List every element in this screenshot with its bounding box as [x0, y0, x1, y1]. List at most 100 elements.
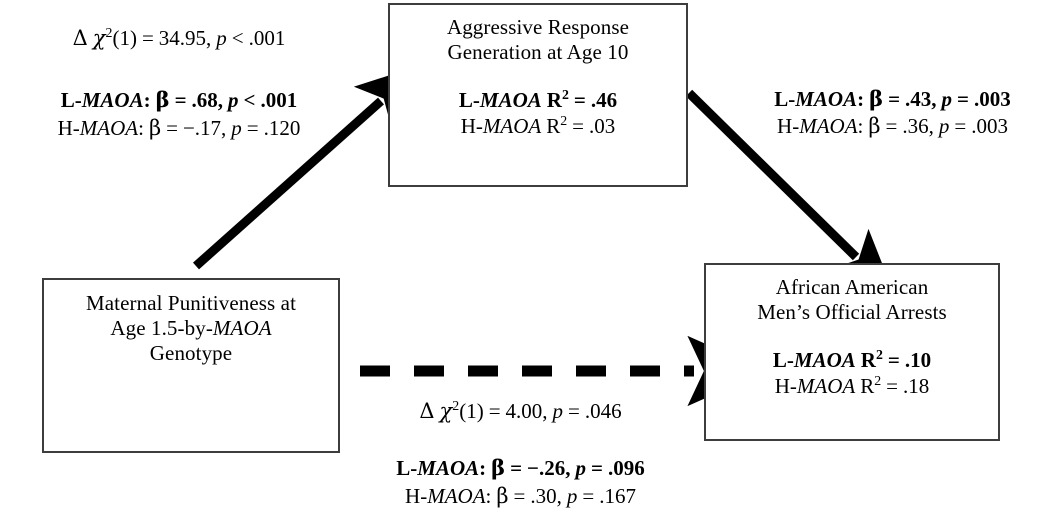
p-value: .003: [974, 87, 1011, 111]
delta-symbol: Δ: [419, 399, 435, 423]
p-symbol: p: [575, 456, 587, 481]
chi-exponent: 2: [452, 398, 460, 413]
chi-df: (1): [112, 26, 137, 50]
p-operator: =: [582, 483, 595, 508]
node-predictor[interactable]: Maternal Punitiveness at Age 1.5-by-MAOA…: [42, 278, 340, 453]
p-value: .046: [584, 399, 622, 423]
chi-eq: =: [141, 26, 154, 50]
beta-symbol: β: [496, 483, 509, 508]
path-value: .30,: [530, 483, 562, 508]
path-group: H-: [57, 115, 80, 140]
annotation-top-left-path-low: L-MAOA:β=.68,p<.001: [14, 86, 344, 114]
stat-exponent: 2: [560, 112, 568, 128]
p-value: .120: [263, 115, 301, 140]
stat-eq: =: [886, 373, 899, 398]
stat-gene: MAOA: [479, 87, 542, 112]
stat-gene: MAOA: [796, 373, 856, 398]
beta-symbol: β: [491, 455, 506, 481]
node-outcome-content: African American Men’s Official Arrests …: [706, 275, 998, 399]
chi-value: 34.95,: [158, 26, 212, 50]
p-value: .001: [260, 88, 298, 113]
path-colon: :: [857, 114, 864, 139]
beta-symbol: β: [869, 86, 884, 111]
p-value: .003: [971, 114, 1008, 139]
node-mediator[interactable]: Aggressive Response Generation at Age 10…: [388, 3, 688, 187]
stat-value: .46: [590, 87, 618, 112]
stat-eq: =: [572, 113, 585, 138]
path-group: H-: [777, 114, 800, 139]
path-value: .36,: [902, 114, 934, 139]
chi-df: (1): [459, 399, 484, 423]
stat-group: H-: [774, 373, 797, 398]
path-eq: =: [885, 114, 898, 139]
p-value: .001: [248, 26, 286, 50]
annotation-bottom-path-high: H-MAOA:β=.30,p=.167: [348, 483, 693, 510]
p-operator: =: [246, 115, 259, 140]
node-mediator-title-line-1: Aggressive Response: [446, 15, 630, 39]
node-mediator-content: Aggressive Response Generation at Age 10…: [390, 15, 686, 139]
node-predictor-title-line-3: Genotype: [149, 340, 233, 365]
chi-symbol: χ: [439, 399, 453, 423]
path-group: L-: [774, 87, 796, 111]
path-value: .68,: [191, 88, 224, 113]
stat-group: L-: [772, 347, 794, 372]
chi-value: 4.00,: [505, 399, 548, 423]
annotation-bottom-path-low: L-MAOA:β=−.26,p=.096: [348, 454, 693, 482]
p-operator: =: [568, 399, 580, 423]
node-predictor-content: Maternal Punitiveness at Age 1.5-by-MAOA…: [44, 291, 338, 365]
path-gene: MAOA: [427, 483, 486, 508]
p-operator: =: [957, 87, 969, 111]
p-operator: =: [954, 114, 967, 139]
chi-symbol: χ: [92, 26, 106, 50]
stat-gene: MAOA: [482, 113, 542, 138]
stat-group: H-: [460, 113, 483, 138]
stat-value: .03: [589, 113, 616, 138]
stat-metric: R: [860, 347, 876, 372]
stat-eq: =: [887, 347, 900, 372]
annotation-top-left-path-high: H-MAOA:β=−.17,p=.120: [14, 115, 344, 142]
path-colon: :: [479, 456, 487, 481]
stat-value: .10: [904, 347, 932, 372]
node-outcome-title-line-2: Men’s Official Arrests: [757, 299, 947, 324]
p-symbol: p: [231, 115, 242, 140]
p-operator: <: [243, 88, 256, 113]
node-predictor-title-line-1: Maternal Punitiveness at: [85, 291, 297, 315]
stat-exponent: 2: [875, 346, 883, 362]
path-eq: =: [513, 483, 526, 508]
stat-eq: =: [573, 87, 586, 112]
node-predictor-title-line-2: Age 1.5-by-MAOA: [44, 316, 338, 341]
path-group: H-: [405, 483, 428, 508]
path-group: L-: [60, 88, 82, 113]
stat-metric: R: [860, 373, 875, 398]
beta-symbol: β: [155, 87, 170, 113]
path-colon: :: [857, 87, 865, 111]
p-value: .167: [599, 483, 636, 508]
path-gene: MAOA: [417, 456, 480, 481]
chi-eq: =: [488, 399, 501, 423]
path-eq: =: [166, 115, 178, 140]
p-symbol: p: [941, 87, 953, 111]
node-outcome[interactable]: African American Men’s Official Arrests …: [704, 263, 1000, 441]
p-symbol: p: [566, 483, 578, 508]
path-eq: =: [510, 456, 523, 481]
stat-exponent: 2: [561, 86, 569, 102]
p-symbol: p: [228, 88, 239, 113]
annotation-top-right-path-high: H-MAOA:β=.36,p=.003: [740, 113, 1045, 140]
path-gene: MAOA: [795, 87, 858, 111]
stat-gene: MAOA: [793, 347, 856, 372]
p-operator: =: [591, 456, 603, 481]
path-value: −.17,: [182, 115, 227, 140]
path-colon: :: [138, 115, 144, 140]
path-gene: MAOA: [79, 115, 139, 140]
path-gene: MAOA: [799, 114, 858, 139]
path-eq: =: [174, 88, 187, 113]
path-value: −.26,: [527, 456, 571, 481]
path-eq: =: [888, 87, 901, 111]
